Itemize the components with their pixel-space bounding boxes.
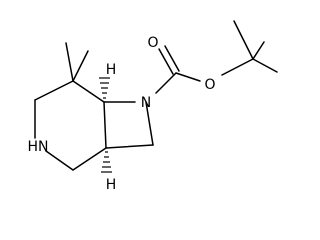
bond-ch2-bottom-c6 <box>72 147 107 171</box>
bond-methyl-b <box>72 50 89 82</box>
bond-nh-ch2-bottom <box>45 150 74 171</box>
atom-carbonyl-oxygen: O <box>147 35 158 51</box>
atom-stereo-h-bottom: H <box>106 177 117 193</box>
chemical-structure: O O N HN H H <box>28 20 278 193</box>
bond-tbu-methyl-top <box>233 20 254 60</box>
bond-c1-cme2 <box>72 80 105 103</box>
atom-amine-nh: HN <box>28 139 49 155</box>
bond-n-c7 <box>145 101 154 146</box>
bond-c7-c6 <box>105 144 154 149</box>
bond-methyl-a <box>65 42 74 82</box>
bond-carbonyl-double-b <box>164 45 180 72</box>
atom-ester-oxygen: O <box>204 77 215 93</box>
bond-c6-c1 <box>103 101 107 149</box>
stereo-hash-bond-bottom <box>101 151 112 173</box>
stereo-hash-bond-top <box>99 77 110 99</box>
bond-o-ester-carbonyl <box>175 72 201 82</box>
bond-tbu-methyl-down <box>252 41 265 60</box>
atom-ring-nitrogen: N <box>141 95 151 111</box>
bond-carbonyl-n <box>155 72 177 94</box>
atom-stereo-h-top: H <box>106 62 117 78</box>
bond-carbonyl-double-a <box>158 48 174 75</box>
bond-tbu-methyl-right <box>252 58 278 73</box>
bond-cme2-ch2-left <box>34 80 74 101</box>
bond-tbu-o-ester <box>221 58 254 76</box>
